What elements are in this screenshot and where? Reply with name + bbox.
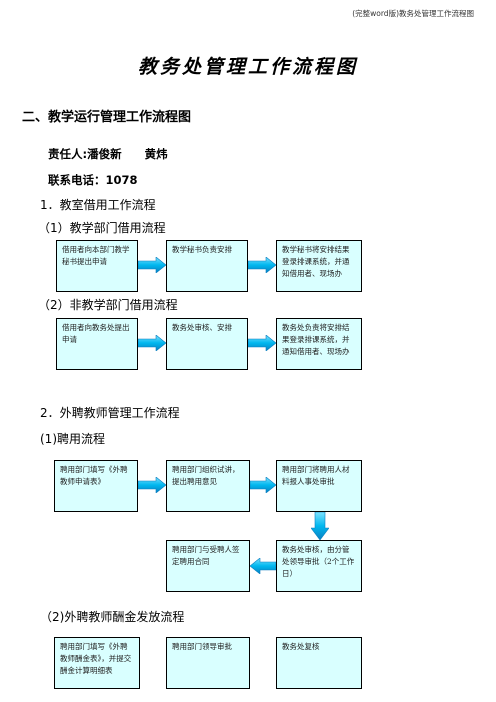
flow-box-2-2-2: 聘用部门领导审批 [166, 637, 250, 689]
left-arrow-icon [250, 558, 276, 574]
document-title: 教务处管理工作流程图 [137, 56, 358, 78]
down-arrow-icon [311, 512, 329, 540]
flow-box-2-2-3: 教务处复核 [276, 637, 362, 689]
right-arrow-icon [138, 257, 166, 273]
section-1-title: 1．教室借用工作流程 [40, 198, 156, 212]
right-arrow-icon [250, 477, 276, 493]
flow-box-1-1-1: 借用者向本部门教学秘书提出申请 [56, 240, 138, 292]
flow-box-1-1-3: 教学秘书将安排结果登录排课系统，并通知借用者、现场办 [276, 240, 362, 292]
right-arrow-icon [248, 335, 276, 351]
right-arrow-icon [138, 335, 166, 351]
right-arrow-icon [248, 257, 276, 273]
flow-box-2-1-5: 聘用部门与受聘人签定聘用合同 [166, 540, 250, 592]
flow-box-2-1-3: 聘用部门将聘用人材料报人事处审批 [276, 460, 362, 512]
section-1-1-title: （1）教学部门借用流程 [38, 221, 166, 235]
flow-box-1-2-1: 借用者向教务处提出申请 [56, 318, 138, 370]
header-note: (完整word版)教务处管理工作流程图 [352, 9, 474, 18]
flow-box-1-2-3: 教务处负责将安排结果登录排课系统，并通知借用者、现场办 [276, 318, 362, 370]
section-heading: 二、教学运行管理工作流程图 [22, 110, 192, 125]
flow-box-2-2-1: 聘用部门填写《外聘教师酬金表》，并提交酬金计算明细表 [54, 637, 140, 689]
flow-box-2-1-1: 聘用部门填写《外聘教师申请表》 [54, 460, 138, 512]
flow-box-2-1-4: 教务处审核，由分管处领导审批（2个工作日） [276, 540, 362, 592]
flow-box-2-1-2: 聘用部门组织试讲，提出聘用意见 [166, 460, 250, 512]
flow-box-1-2-2: 教务处审核、安排 [166, 318, 248, 370]
right-arrow-icon [138, 477, 166, 493]
section-2-title: 2．外聘教师管理工作流程 [40, 406, 180, 420]
flow-box-1-1-2: 教学秘书负责安排 [166, 240, 248, 292]
section-1-2-title: （2）非教学部门借用流程 [38, 298, 178, 312]
responsible-persons: 责任人:潘俊新 黄炜 [48, 147, 168, 161]
section-2-1-title: (1)聘用流程 [40, 432, 105, 446]
contact-phone: 联系电话：1078 [48, 173, 138, 187]
section-2-2-title: （2)外聘教师酬金发放流程 [40, 610, 185, 624]
